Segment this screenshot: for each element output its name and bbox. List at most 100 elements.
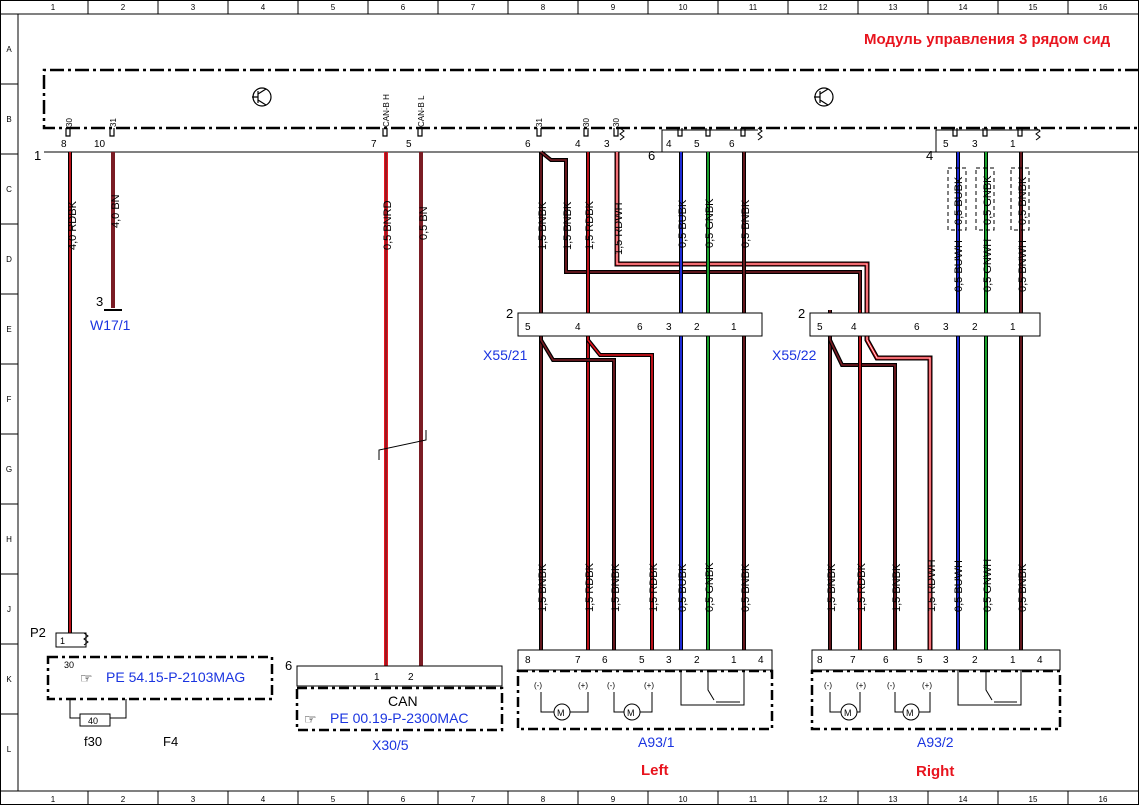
pin-number: 30 (64, 660, 74, 670)
polarity-label: (-) (607, 681, 615, 690)
connector-number: 2 (506, 306, 513, 321)
grid-column-label: 15 (1029, 3, 1038, 12)
pin-number: 5 (817, 322, 823, 333)
grid-column-label: 6 (401, 795, 406, 804)
connector-number: 4 (926, 148, 933, 163)
pin-number: 2 (972, 322, 978, 333)
grid-column-label: 5 (331, 795, 336, 804)
grid-column-label: 13 (889, 3, 898, 12)
reference-link-x30[interactable]: PE 00.19-P-2300MAC (330, 710, 469, 726)
reference-icon: ☞ (304, 711, 317, 727)
wire-label: 0,5 GNBK (982, 175, 994, 225)
wire-label: 0,5 GNWH (982, 239, 994, 292)
wire-labels-lower: 1,5 BNBK 1,5 RDBK 1,5 BNBK 1,5 RDBK 0,5 … (537, 559, 1029, 612)
component-label-a93-2: A93/2 (917, 734, 954, 750)
pin-number: 10 (94, 139, 106, 150)
motor-icon (623, 703, 641, 721)
wire-label: 0,5 GNBK (704, 562, 716, 612)
wire-label: 0,5 BUBK (677, 563, 689, 612)
grid-row-label: C (6, 185, 12, 194)
pin-number: 1 (1010, 655, 1016, 666)
reference-icon: ☞ (80, 670, 93, 686)
wire-label: 4,0 RDBK (67, 200, 79, 250)
pin-name-31: 31 (535, 118, 544, 127)
motor-icon (553, 703, 571, 721)
pin-number: 4 (666, 139, 672, 150)
pin-number: 1 (731, 322, 737, 333)
pin-number: 2 (694, 322, 700, 333)
wire-label: 1,5 RDBK (648, 562, 660, 612)
pin-number: 5 (917, 655, 923, 666)
page-title: Модуль управления 3 рядом сид (864, 31, 1111, 48)
pin-name-can-l: CAN-B L (417, 95, 426, 127)
grid-column-label: 16 (1099, 795, 1108, 804)
pin-number: 3 (943, 655, 949, 666)
fuse-value: 40 (88, 716, 98, 726)
polarity-label: (+) (856, 681, 866, 690)
pin-name-30: 30 (65, 118, 74, 127)
pin-number: 6 (637, 322, 643, 333)
connector-number: 2 (798, 306, 805, 321)
pin-number: 4 (851, 322, 857, 333)
pin-number: 8 (817, 655, 823, 666)
motor-label: M (627, 708, 635, 718)
grid-column-label: 9 (611, 795, 616, 804)
grid-column-label: 8 (541, 3, 546, 12)
polarity-label: (+) (922, 681, 932, 690)
polarity-label: (-) (824, 681, 832, 690)
polarity-label: (-) (534, 681, 542, 690)
grid-row-label: K (6, 675, 12, 684)
pin-number: 4 (758, 655, 764, 666)
component-label-a93-1: A93/1 (638, 734, 675, 750)
wire-label: 1,5 RDWH (613, 202, 625, 255)
grid-column-label: 12 (819, 3, 828, 12)
grid-row-label: F (7, 395, 12, 404)
pin-name-30: 30 (612, 118, 621, 127)
grid-column-label: 3 (191, 3, 196, 12)
wire-label: 0,5 BNBK (740, 199, 752, 248)
pin-number: 7 (371, 139, 377, 150)
pin-number: 2 (408, 672, 414, 683)
component-label-w17: W17/1 (90, 317, 131, 333)
wire-label: 0,5 BNBK (1017, 563, 1029, 612)
grid-column-label: 6 (401, 3, 406, 12)
grid-column-label: 14 (959, 3, 968, 12)
fuse-label: f30 (84, 734, 102, 749)
pin-number: 3 (96, 294, 103, 309)
wire-label: 1,5 BNBK (562, 201, 574, 250)
transistor-icon (814, 87, 834, 107)
pin-number: 5 (406, 139, 412, 150)
grid-row-label: H (6, 535, 12, 544)
reference-link-p2[interactable]: PE 54.15-P-2103MAG (106, 669, 245, 685)
grid-row-label: B (6, 115, 11, 124)
wire-label: 0,5 BNRD (382, 200, 394, 250)
pin-number: 6 (883, 655, 889, 666)
grid-column-label: 12 (819, 795, 828, 804)
module-outline (42, 68, 1139, 130)
grid-column-label: 11 (749, 795, 758, 804)
shield-marker (619, 127, 1041, 141)
motor-label: M (844, 708, 852, 718)
grid-column-label: 4 (261, 3, 266, 12)
grid-row-label: G (6, 465, 12, 474)
motor-icon (902, 703, 920, 721)
connector-bracket (661, 129, 758, 152)
pin-number: 5 (694, 139, 700, 150)
pin-number: 1 (60, 636, 65, 646)
fuse-icon (79, 713, 111, 727)
pin-number: 3 (943, 322, 949, 333)
wire-label: 0,5 BN (418, 206, 430, 240)
wire-label: 0,5 BNBK (1017, 176, 1029, 225)
grid-column-label: 4 (261, 795, 266, 804)
connector-x55-22: 2 5 4 6 3 2 1 X55/22 (772, 306, 1041, 363)
wire-label: 0,5 BNWH (1017, 240, 1029, 292)
wire-label: 1,5 RDBK (584, 562, 596, 612)
grid-column-label: 10 (679, 3, 688, 12)
pin-number: 1 (1010, 322, 1016, 333)
wire-label: 1,5 BNBK (891, 563, 903, 612)
component-a93-1: 8 7 6 5 3 2 1 4 (-) (+) (-) (+) M M A93/… (516, 649, 774, 779)
fuse-block-label: F4 (163, 734, 178, 749)
side-label-left: Left (641, 762, 669, 779)
component-label-x55-22: X55/22 (772, 347, 817, 363)
